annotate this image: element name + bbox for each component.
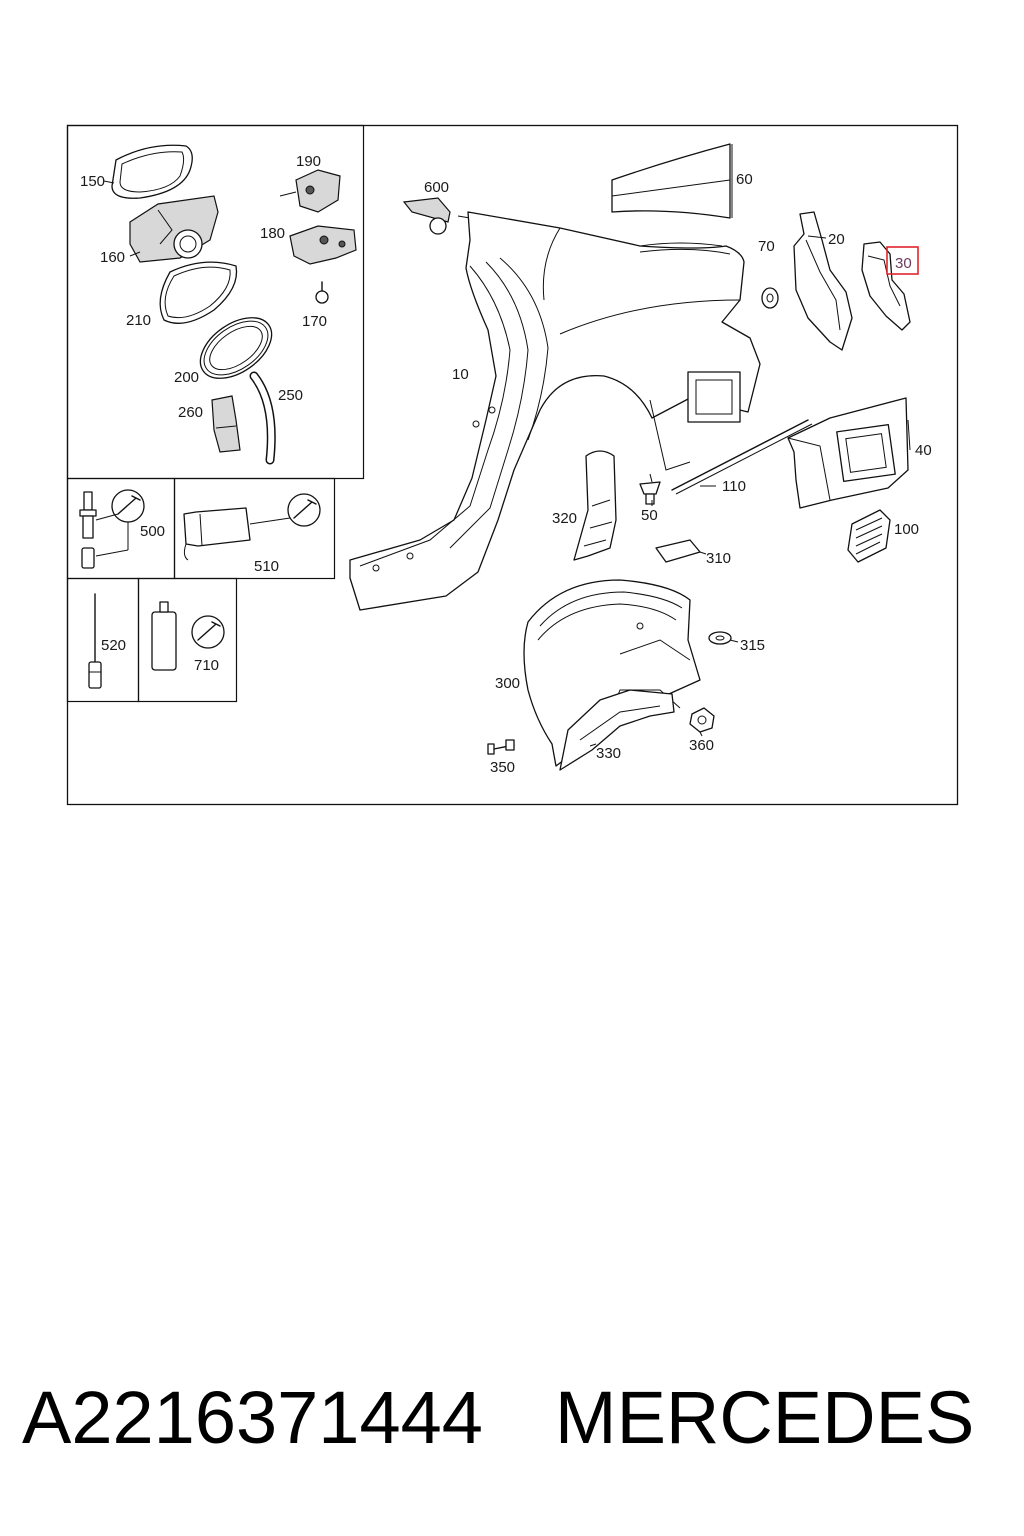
callout-20: 20	[828, 231, 845, 248]
callout-310: 310	[706, 550, 731, 567]
part-number: A2216371444	[22, 1376, 483, 1459]
bracket-600	[402, 197, 471, 235]
callout-40: 40	[915, 442, 932, 459]
nut-315	[708, 631, 732, 645]
trim-320	[573, 450, 617, 561]
reinforcement-20	[793, 211, 853, 351]
callout-70: 70	[758, 238, 775, 255]
nut-360	[689, 707, 715, 733]
callout-labels: 150 160 190 180 170 210 200 250 260 500 …	[80, 153, 932, 776]
callout-60: 60	[736, 171, 753, 188]
pad-310	[655, 539, 701, 563]
callout-350: 350	[490, 759, 515, 776]
callout-160: 160	[100, 249, 125, 266]
callout-260: 260	[178, 404, 203, 421]
fuel-flap-lid	[103, 144, 193, 199]
trim-strip-60	[611, 143, 731, 219]
drain-hose	[249, 371, 276, 465]
callout-510: 510	[254, 558, 279, 575]
callout-190: 190	[296, 153, 321, 170]
callout-200: 200	[174, 369, 199, 386]
vent-grille-100	[847, 509, 891, 563]
brand-name: MERCEDES	[554, 1376, 975, 1459]
clip-50	[639, 473, 661, 505]
sealant-tube-510	[183, 493, 321, 561]
callout-520: 520	[101, 637, 126, 654]
fuel-filler-housing	[129, 195, 219, 263]
callout-100: 100	[894, 521, 919, 538]
callout-10: 10	[452, 366, 469, 383]
fuel-seal-ring	[199, 317, 273, 379]
callout-30: 30	[895, 255, 912, 272]
callout-50: 50	[641, 507, 658, 524]
callout-330: 330	[596, 745, 621, 762]
callout-180: 180	[260, 225, 285, 242]
grommet-70	[761, 287, 779, 309]
flap-gasket	[159, 261, 238, 324]
callout-500: 500	[140, 523, 165, 540]
callout-30-highlight-box	[886, 246, 919, 275]
inset-510-box	[173, 477, 336, 580]
flap-lock	[289, 225, 357, 265]
callout-110: 110	[722, 478, 746, 495]
callout-360: 360	[689, 737, 714, 754]
callout-600: 600	[424, 179, 449, 196]
seal-strip-110	[671, 419, 813, 495]
callout-170: 170	[302, 313, 327, 330]
side-wall-panel-10	[349, 211, 761, 611]
screw-350	[487, 739, 515, 755]
rear-panel-40	[787, 397, 909, 509]
callout-250: 250	[278, 387, 303, 404]
bolt-500	[79, 489, 145, 569]
spray-can-710	[151, 601, 225, 671]
footer-caption: A2216371444 MERCEDES	[22, 1368, 1012, 1468]
rivet-520	[88, 593, 102, 689]
callout-710: 710	[194, 657, 219, 674]
callout-300: 300	[495, 675, 520, 692]
callout-210: 210	[126, 312, 151, 329]
screw-170	[315, 281, 329, 304]
hose-clip	[211, 395, 241, 453]
parts-diagram: 150 160 190 180 170 210 200 250 260 500 …	[66, 124, 959, 806]
callout-150: 150	[80, 173, 105, 190]
inset-710-box	[137, 577, 238, 703]
callout-320: 320	[552, 510, 577, 527]
leader-lines	[589, 144, 911, 747]
liner-section-330	[559, 689, 675, 771]
callout-315: 315	[740, 637, 765, 654]
wheel-liner-300	[523, 579, 701, 767]
flap-actuator	[279, 169, 341, 213]
